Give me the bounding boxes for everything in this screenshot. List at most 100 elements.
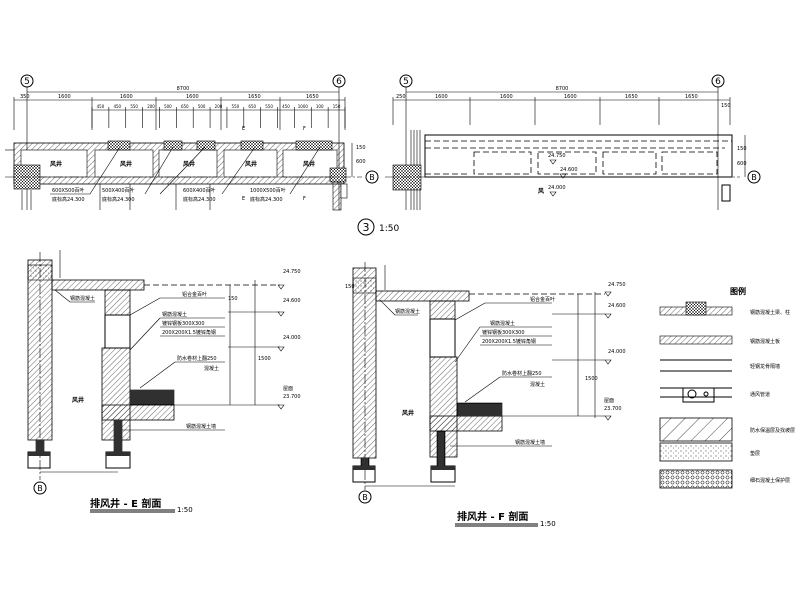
drawing-label: 1650 (685, 94, 698, 100)
drawing-stroke (659, 335, 733, 345)
drawing-label: 500X400百叶 (102, 187, 135, 194)
drawing-label: 24.750 (548, 153, 566, 159)
plan-view-1: 5 6 8700 350 1600 1600 1600 1650 1650 45… (5, 74, 379, 211)
drawing-stroke (107, 140, 131, 151)
drawing-label: 底标高24.300 (52, 196, 85, 203)
drawing-label: 1600 (120, 94, 133, 100)
plan-view-2: 5 6 8700 250 1600 1600 1600 1650 1650 15… (385, 74, 761, 210)
drawing-label: 24.750 (283, 269, 301, 275)
drawing-stroke (21, 184, 211, 210)
drawing-stroke (129, 389, 175, 406)
drawing-label: 风井 (245, 160, 257, 168)
drawing-label: 通风管道 (750, 391, 770, 398)
drawing-label: 混凝土 (204, 365, 219, 372)
drawing-label: 轻钢龙骨隔墙 (750, 363, 780, 370)
drawing-stroke (375, 290, 470, 302)
legend-item-insulation: 防水保温层及找坡层 (659, 417, 795, 442)
dim-label: 450 (282, 104, 290, 109)
drawing-label: E (242, 126, 245, 132)
drawing-stroke (89, 146, 121, 195)
drawing-stroke (27, 419, 131, 473)
drawing-label: 1600 (435, 94, 448, 100)
drawing-stroke (352, 267, 377, 459)
drawing-label: 8700 (556, 86, 569, 92)
drawing-stroke (139, 361, 176, 389)
drawing-label: 钢筋混凝土墙 (186, 423, 216, 430)
drawing-label: 1650 (625, 94, 638, 100)
drawing-label: 风井 (72, 396, 84, 404)
drawing-stroke (159, 146, 206, 195)
drawing-label: 防水保温层及找坡层 (750, 427, 795, 434)
drawing-stroke (429, 318, 456, 358)
section-f: 24.750 24.600 24.000 屋面 23.700 钢筋混凝土 铝合金… (345, 262, 626, 528)
drawing-stroke (277, 346, 285, 352)
drawing-stroke (106, 452, 130, 456)
drawing-label: 1000X500百叶 (250, 187, 286, 194)
drawing-stroke (104, 289, 131, 316)
axis-label-6: 6 (336, 77, 342, 87)
drawing-stroke (332, 181, 342, 211)
drawing-stroke (295, 140, 333, 151)
drawing-label: 6 (715, 77, 721, 87)
drawing-stroke (703, 391, 709, 397)
drawing-label: 细石混凝土保护层 (750, 477, 790, 484)
drawing-label: 钢筋混凝土 (162, 311, 187, 318)
drawing-label: 屋面 (604, 398, 614, 404)
drawing-label: 防水卷材上翻250 (502, 370, 542, 377)
legend-item-protection: 细石混凝土保护层 (659, 469, 790, 489)
drawing-label: 钢筋混凝土板 (750, 338, 780, 345)
drawing-stroke (549, 191, 557, 197)
drawing-label: 24.000 (283, 335, 301, 341)
drawing-label: 底标高24.300 (250, 196, 283, 203)
drawing-stroke (604, 359, 612, 365)
drawing-stroke (174, 280, 280, 406)
drawing-label: 23.700 (604, 406, 622, 412)
drawing-label: 3 (363, 221, 370, 234)
dim-label: 200 (215, 104, 223, 109)
drawing-label: 24.000 (608, 349, 626, 355)
drawing-stroke (54, 289, 225, 431)
drawing-stroke (33, 481, 47, 495)
drawing-label: B (37, 484, 43, 493)
drawing-label: 1600 (58, 94, 71, 100)
drawing-label: 150 (737, 146, 747, 152)
drawing-label: 钢筋混凝土 (395, 308, 420, 315)
drawing-stroke (549, 159, 557, 165)
drawing-label: F (303, 126, 306, 132)
drawing-stroke (392, 164, 422, 191)
drawing-label: 钢筋混凝土 (490, 320, 515, 327)
drawing-stroke (129, 317, 161, 351)
drawing-label: 钢筋混凝土 (70, 295, 95, 302)
dim-label: 100 (316, 104, 324, 109)
drawing-stroke (277, 284, 285, 410)
drawing-stroke (454, 302, 486, 321)
drawing-label: 底标高24.300 (183, 196, 216, 203)
drawing-stroke (682, 387, 715, 403)
drawing-label: 24.750 (608, 282, 626, 288)
drawing-label: 钢筋混凝土墙 (515, 439, 545, 446)
drawing-stroke (661, 151, 718, 175)
dim-label: 200 (147, 104, 155, 109)
drawing-stroke (51, 279, 145, 291)
drawing-stroke (104, 314, 131, 349)
drawing-label: 600X400百叶 (183, 187, 216, 194)
drawing-label: 铝合金百叶 (182, 291, 207, 298)
drawing-stroke (277, 404, 285, 410)
drawing-label: 250 (396, 94, 406, 100)
drawing-stroke (659, 469, 733, 489)
drawing-stroke (604, 291, 612, 421)
drawing-label: 1500 (258, 356, 271, 362)
drawing-stroke (240, 140, 264, 151)
drawing-label: 屋面 (283, 386, 293, 392)
drawing-stroke (196, 140, 216, 151)
drawing-stroke (50, 146, 321, 195)
drawing-stroke (28, 452, 50, 456)
drawing-label: 1:50 (177, 506, 193, 514)
dim-label: 550 (130, 104, 138, 109)
drawing-label: 镀锌钢板300X300 (162, 320, 205, 327)
drawing-stroke (379, 299, 396, 316)
drawing-stroke (392, 97, 731, 125)
legend-title: 图例 (730, 286, 746, 296)
drawing-stroke (454, 326, 481, 363)
drawing-stroke (431, 466, 455, 470)
